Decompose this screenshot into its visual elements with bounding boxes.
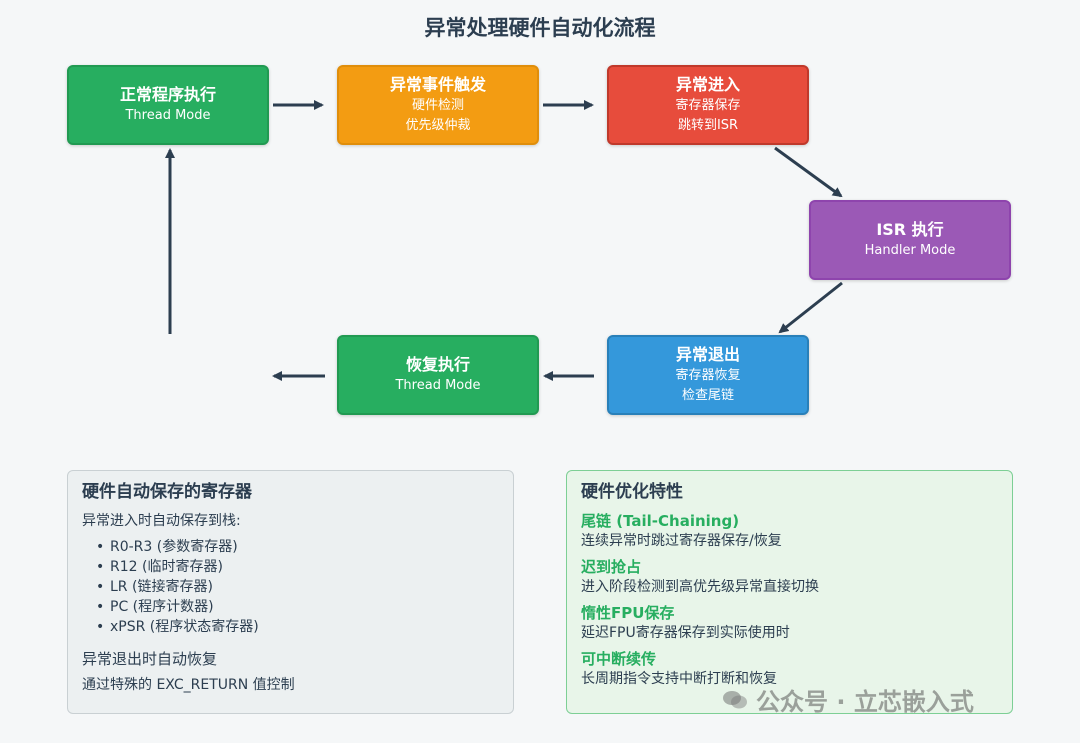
arrow-isr-to-exit bbox=[778, 281, 843, 334]
register-item: LR (链接寄存器) bbox=[96, 577, 499, 597]
feature-name: 可中断续传 bbox=[581, 650, 657, 668]
restore-note: 异常退出时自动恢复 bbox=[82, 650, 218, 668]
node-resume-execution: 恢复执行 Thread Mode bbox=[337, 335, 539, 415]
control-note: 通过特殊的 EXC_RETURN 值控制 bbox=[82, 677, 295, 693]
feature-desc: 延迟FPU寄存器保存到实际使用时 bbox=[581, 625, 790, 641]
register-item: xPSR (程序状态寄存器) bbox=[96, 617, 499, 637]
node-subtitle: 优先级仲裁 bbox=[405, 118, 471, 133]
node-subtitle: 跳转到ISR bbox=[677, 118, 739, 133]
diagram-title: 异常处理硬件自动化流程 bbox=[424, 16, 656, 40]
node-isr-execution: ISR 执行 Handler Mode bbox=[809, 200, 1011, 280]
hardware-optimization-panel: 硬件优化特性 尾链 (Tail-Chaining) 连续异常时跳过寄存器保存/恢… bbox=[566, 470, 1013, 714]
flow-arrows bbox=[165, 100, 843, 381]
node-subtitle: Handler Mode bbox=[864, 243, 956, 258]
feature-item: 可中断续传 长周期指令支持中断打断和恢复 bbox=[581, 649, 998, 689]
feature-name: 迟到抢占 bbox=[581, 558, 642, 576]
node-title: 正常程序执行 bbox=[119, 85, 216, 104]
hardware-saved-registers-panel: 硬件自动保存的寄存器 异常进入时自动保存到栈: R0-R3 (参数寄存器) R1… bbox=[67, 470, 514, 714]
wechat-icon bbox=[723, 690, 747, 708]
node-title: 恢复执行 bbox=[405, 355, 470, 374]
register-list: R0-R3 (参数寄存器) R12 (临时寄存器) LR (链接寄存器) PC … bbox=[82, 537, 499, 637]
feature-desc: 进入阶段检测到高优先级异常直接切换 bbox=[581, 579, 819, 595]
arrow-enter-to-isr bbox=[774, 146, 843, 198]
node-subtitle: 寄存器保存 bbox=[675, 98, 741, 113]
register-item: R0-R3 (参数寄存器) bbox=[96, 537, 499, 557]
node-exception-trigger: 异常事件触发 硬件检测 优先级仲裁 bbox=[337, 65, 539, 145]
node-subtitle: Thread Mode bbox=[395, 378, 481, 393]
panel-title: 硬件自动保存的寄存器 bbox=[82, 482, 252, 502]
feature-desc: 连续异常时跳过寄存器保存/恢复 bbox=[581, 533, 782, 549]
node-exception-entry: 异常进入 寄存器保存 跳转到ISR bbox=[607, 65, 809, 145]
panel-title: 硬件优化特性 bbox=[581, 482, 683, 502]
feature-item: 尾链 (Tail-Chaining) 连续异常时跳过寄存器保存/恢复 bbox=[581, 511, 998, 551]
node-normal-execution: 正常程序执行 Thread Mode bbox=[67, 65, 269, 145]
feature-name: 惰性FPU保存 bbox=[581, 604, 675, 622]
panel-intro: 异常进入时自动保存到栈: bbox=[82, 513, 241, 529]
register-item: PC (程序计数器) bbox=[96, 597, 499, 617]
register-item: R12 (临时寄存器) bbox=[96, 557, 499, 577]
node-exception-exit: 异常退出 寄存器恢复 检查尾链 bbox=[607, 335, 809, 415]
node-title: 异常进入 bbox=[675, 75, 740, 94]
feature-item: 惰性FPU保存 延迟FPU寄存器保存到实际使用时 bbox=[581, 603, 998, 643]
watermark-text: 公众号 · 立芯嵌入式 bbox=[756, 688, 974, 716]
node-title: ISR 执行 bbox=[876, 220, 944, 239]
watermark: 公众号 · 立芯嵌入式 bbox=[722, 682, 974, 717]
node-subtitle: 硬件检测 bbox=[411, 98, 464, 113]
feature-item: 迟到抢占 进入阶段检测到高优先级异常直接切换 bbox=[581, 557, 998, 597]
feature-name: 尾链 (Tail-Chaining) bbox=[581, 512, 740, 530]
feature-desc: 长周期指令支持中断打断和恢复 bbox=[581, 671, 777, 687]
node-subtitle: 检查尾链 bbox=[681, 388, 734, 403]
node-title: 异常退出 bbox=[675, 345, 740, 364]
node-subtitle: 寄存器恢复 bbox=[675, 368, 741, 383]
node-title: 异常事件触发 bbox=[389, 75, 486, 94]
node-subtitle: Thread Mode bbox=[125, 108, 211, 123]
